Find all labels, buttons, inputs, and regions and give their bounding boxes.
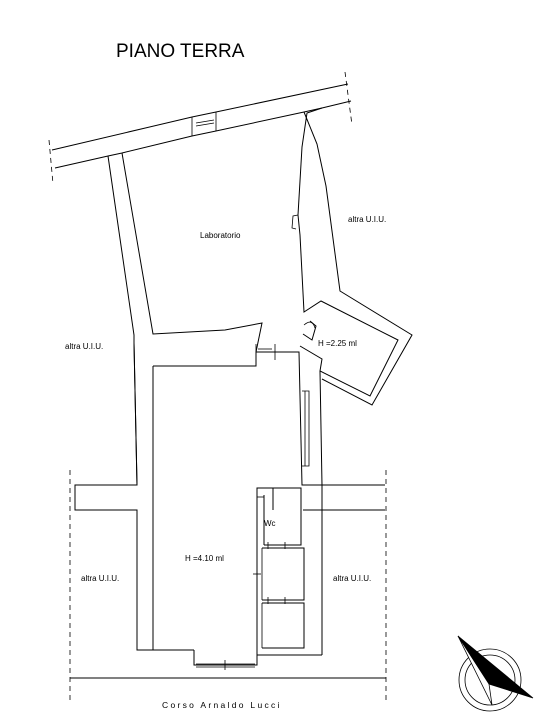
room-label-altra-uiu-left-mid: altra U.I.U.	[65, 342, 103, 351]
street-boundary	[69, 470, 387, 700]
street-label: Corso Arnaldo Lucci	[162, 700, 282, 710]
room-label-laboratorio: Laboratorio	[200, 231, 241, 240]
small-room-walls	[302, 320, 317, 341]
room-label-altra-uiu-right-bottom: altra U.I.U.	[333, 574, 371, 583]
wc-rooms	[253, 487, 305, 649]
height-label-small-room: H =2.25 ml	[318, 339, 357, 348]
top-boundary-wall	[48, 71, 353, 185]
room-label-altra-uiu-left-bottom: altra U.I.U.	[81, 574, 119, 583]
plan-title: PIANO TERRA	[116, 41, 245, 62]
room-label-altra-uiu-right-top: altra U.I.U.	[348, 215, 386, 224]
room-label-wc: Wc	[264, 519, 276, 528]
laboratorio-walls	[107, 107, 413, 486]
north-arrow-icon	[457, 635, 534, 712]
height-label-shop: H =4.10 ml	[185, 554, 224, 563]
shop-walls	[74, 342, 385, 670]
